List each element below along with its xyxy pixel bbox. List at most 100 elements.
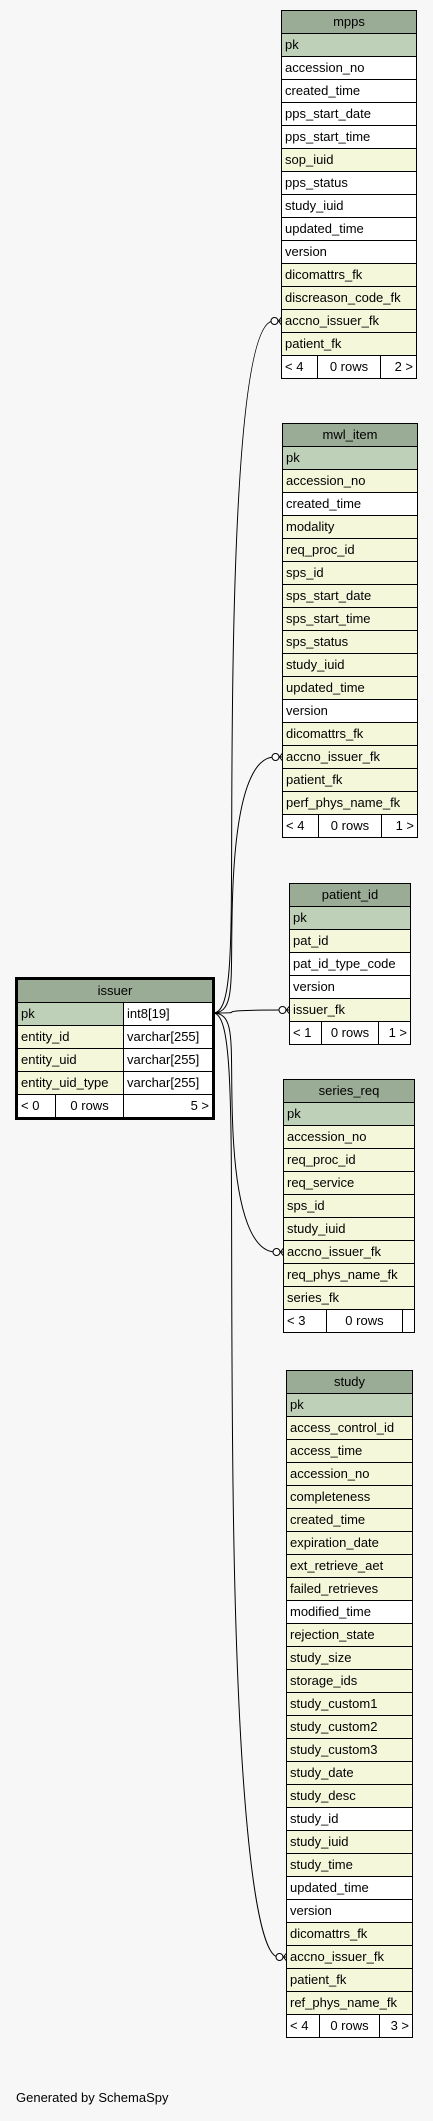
- column-version[interactable]: version: [282, 699, 418, 723]
- column-perf-phys-name-fk[interactable]: perf_phys_name_fk: [282, 791, 418, 815]
- column-row: pk: [289, 906, 411, 930]
- column-accession-no[interactable]: accession_no: [281, 56, 417, 80]
- column-patient-fk[interactable]: patient_fk: [281, 332, 417, 356]
- column-accession-no[interactable]: accession_no: [282, 469, 418, 493]
- column-entity-id[interactable]: entity_id: [16, 1025, 125, 1049]
- column-version[interactable]: version: [286, 1899, 413, 1923]
- column-created-time[interactable]: created_time: [281, 79, 417, 103]
- column-row: accession_no: [282, 469, 418, 493]
- column-pk[interactable]: pk: [283, 1102, 415, 1126]
- column-pk[interactable]: pk: [289, 906, 411, 930]
- column-pk[interactable]: pk: [282, 446, 418, 470]
- column-row: sop_iuid: [281, 148, 417, 172]
- column-sps-id[interactable]: sps_id: [283, 1194, 415, 1218]
- table-title[interactable]: mwl_item: [282, 423, 418, 447]
- column-sps-status[interactable]: sps_status: [282, 630, 418, 654]
- column-req-service[interactable]: req_service: [283, 1171, 415, 1195]
- column-study-desc[interactable]: study_desc: [286, 1784, 413, 1808]
- column-access-time[interactable]: access_time: [286, 1439, 413, 1463]
- column-accno-issuer-fk[interactable]: accno_issuer_fk: [286, 1945, 413, 1969]
- column-updated-time[interactable]: updated_time: [282, 676, 418, 700]
- column-accession-no[interactable]: accession_no: [286, 1462, 413, 1486]
- column-pat-id-type-code[interactable]: pat_id_type_code: [289, 952, 411, 976]
- column-created-time[interactable]: created_time: [282, 492, 418, 516]
- column-entity-uid-type[interactable]: entity_uid_type: [16, 1071, 125, 1095]
- relationship-line-mwl-item: [212, 756, 283, 1014]
- column-accno-issuer-fk[interactable]: accno_issuer_fk: [281, 309, 417, 333]
- column-pat-id[interactable]: pat_id: [289, 929, 411, 953]
- relationship-line-study: [212, 1012, 287, 1958]
- column-updated-time[interactable]: updated_time: [281, 217, 417, 241]
- column-version[interactable]: version: [281, 240, 417, 264]
- column-study-iuid[interactable]: study_iuid: [283, 1217, 415, 1241]
- column-study-custom2[interactable]: study_custom2: [286, 1715, 413, 1739]
- column-access-control-id[interactable]: access_control_id: [286, 1416, 413, 1440]
- table-title[interactable]: mpps: [281, 10, 417, 34]
- column-completeness[interactable]: completeness: [286, 1485, 413, 1509]
- column-series-fk[interactable]: series_fk: [283, 1286, 415, 1310]
- column-sop-iuid[interactable]: sop_iuid: [281, 148, 417, 172]
- column-patient-fk[interactable]: patient_fk: [282, 768, 418, 792]
- column-row: expiration_date: [286, 1531, 413, 1555]
- column-entity-uid[interactable]: entity_uid: [16, 1048, 125, 1072]
- column-failed-retrieves[interactable]: failed_retrieves: [286, 1577, 413, 1601]
- column-study-iuid[interactable]: study_iuid: [282, 653, 418, 677]
- column-ref-phys-name-fk[interactable]: ref_phys_name_fk: [286, 1991, 413, 2015]
- column-pps-start-date[interactable]: pps_start_date: [281, 102, 417, 126]
- column-req-proc-id[interactable]: req_proc_id: [282, 538, 418, 562]
- column-expiration-date[interactable]: expiration_date: [286, 1531, 413, 1555]
- column-study-custom3[interactable]: study_custom3: [286, 1738, 413, 1762]
- table-title[interactable]: issuer: [17, 979, 213, 1003]
- parents-count: < 4: [281, 355, 318, 379]
- column-row: patient_fk: [286, 1968, 413, 1992]
- column-study-id[interactable]: study_id: [286, 1807, 413, 1831]
- column-req-proc-id[interactable]: req_proc_id: [283, 1148, 415, 1172]
- column-modality[interactable]: modality: [282, 515, 418, 539]
- column-accno-issuer-fk[interactable]: accno_issuer_fk: [283, 1240, 415, 1264]
- column-created-time[interactable]: created_time: [286, 1508, 413, 1532]
- column-updated-time[interactable]: updated_time: [286, 1876, 413, 1900]
- column-row: accno_issuer_fk: [281, 309, 417, 333]
- column-ext-retrieve-aet[interactable]: ext_retrieve_aet: [286, 1554, 413, 1578]
- column-study-iuid[interactable]: study_iuid: [286, 1830, 413, 1854]
- table-title[interactable]: patient_id: [289, 883, 411, 907]
- column-study-time[interactable]: study_time: [286, 1853, 413, 1877]
- column-sps-start-time[interactable]: sps_start_time: [282, 607, 418, 631]
- column-req-phys-name-fk[interactable]: req_phys_name_fk: [283, 1263, 415, 1287]
- column-study-size[interactable]: study_size: [286, 1646, 413, 1670]
- column-accession-no[interactable]: accession_no: [283, 1125, 415, 1149]
- table-title[interactable]: study: [286, 1370, 413, 1394]
- column-issuer-fk[interactable]: issuer_fk: [289, 998, 411, 1022]
- column-row: sps_id: [282, 561, 418, 585]
- column-dicomattrs-fk[interactable]: dicomattrs_fk: [282, 722, 418, 746]
- column-row: pk: [282, 446, 418, 470]
- column-pps-status[interactable]: pps_status: [281, 171, 417, 195]
- column-storage-ids[interactable]: storage_ids: [286, 1669, 413, 1693]
- column-dicomattrs-fk[interactable]: dicomattrs_fk: [286, 1922, 413, 1946]
- table-title[interactable]: series_req: [283, 1079, 415, 1103]
- column-sps-id[interactable]: sps_id: [282, 561, 418, 585]
- column-accno-issuer-fk[interactable]: accno_issuer_fk: [282, 745, 418, 769]
- column-pk[interactable]: pk: [281, 33, 417, 57]
- column-modified-time[interactable]: modified_time: [286, 1600, 413, 1624]
- row-count: 0 rows: [321, 1021, 379, 1045]
- column-study-iuid[interactable]: study_iuid: [281, 194, 417, 218]
- column-dicomattrs-fk[interactable]: dicomattrs_fk: [281, 263, 417, 287]
- column-version[interactable]: version: [289, 975, 411, 999]
- column-pk[interactable]: pk: [286, 1393, 413, 1417]
- column-row: pat_id_type_code: [289, 952, 411, 976]
- column-pk[interactable]: pk: [16, 1002, 125, 1026]
- column-pps-start-time[interactable]: pps_start_time: [281, 125, 417, 149]
- column-patient-fk[interactable]: patient_fk: [286, 1968, 413, 1992]
- column-study-date[interactable]: study_date: [286, 1761, 413, 1785]
- column-rejection-state[interactable]: rejection_state: [286, 1623, 413, 1647]
- column-study-custom1[interactable]: study_custom1: [286, 1692, 413, 1716]
- column-discreason-code-fk[interactable]: discreason_code_fk: [281, 286, 417, 310]
- column-sps-start-date[interactable]: sps_start_date: [282, 584, 418, 608]
